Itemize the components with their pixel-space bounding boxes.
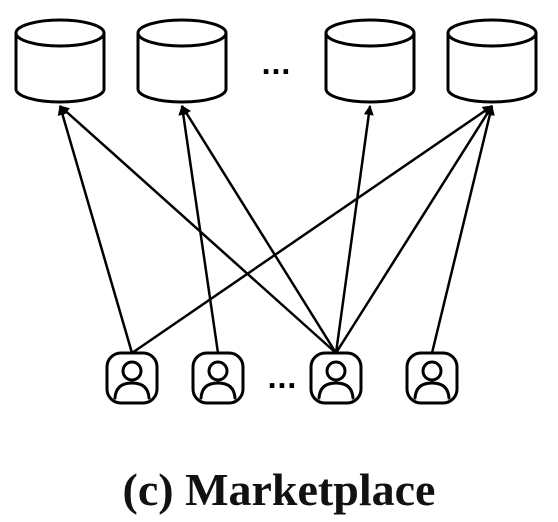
- database-icon: [324, 18, 416, 104]
- user-avatar-icon: [191, 351, 245, 405]
- user-avatar-icon: [309, 351, 363, 405]
- connection-arrow: [334, 105, 374, 354]
- database-icon: [446, 18, 538, 104]
- connection-arrow: [430, 105, 495, 354]
- connection-arrows: [57, 104, 495, 355]
- connection-arrow: [57, 105, 134, 354]
- connection-arrow: [180, 105, 338, 354]
- figure-caption: (c) Marketplace: [122, 464, 436, 515]
- database-row: [14, 18, 538, 104]
- database-ellipsis: ...: [261, 51, 291, 81]
- user-ellipsis: ...: [267, 365, 297, 395]
- connection-arrow: [334, 105, 494, 354]
- connection-arrow: [178, 105, 220, 354]
- user-avatar-icon: [105, 351, 159, 405]
- ellipsis-layer: ......: [261, 51, 297, 395]
- user-avatar-icon: [405, 351, 459, 405]
- database-icon: [14, 18, 106, 104]
- database-icon: [136, 18, 228, 104]
- connection-arrow: [131, 104, 493, 355]
- user-row: [105, 351, 459, 405]
- connection-arrow: [59, 105, 337, 354]
